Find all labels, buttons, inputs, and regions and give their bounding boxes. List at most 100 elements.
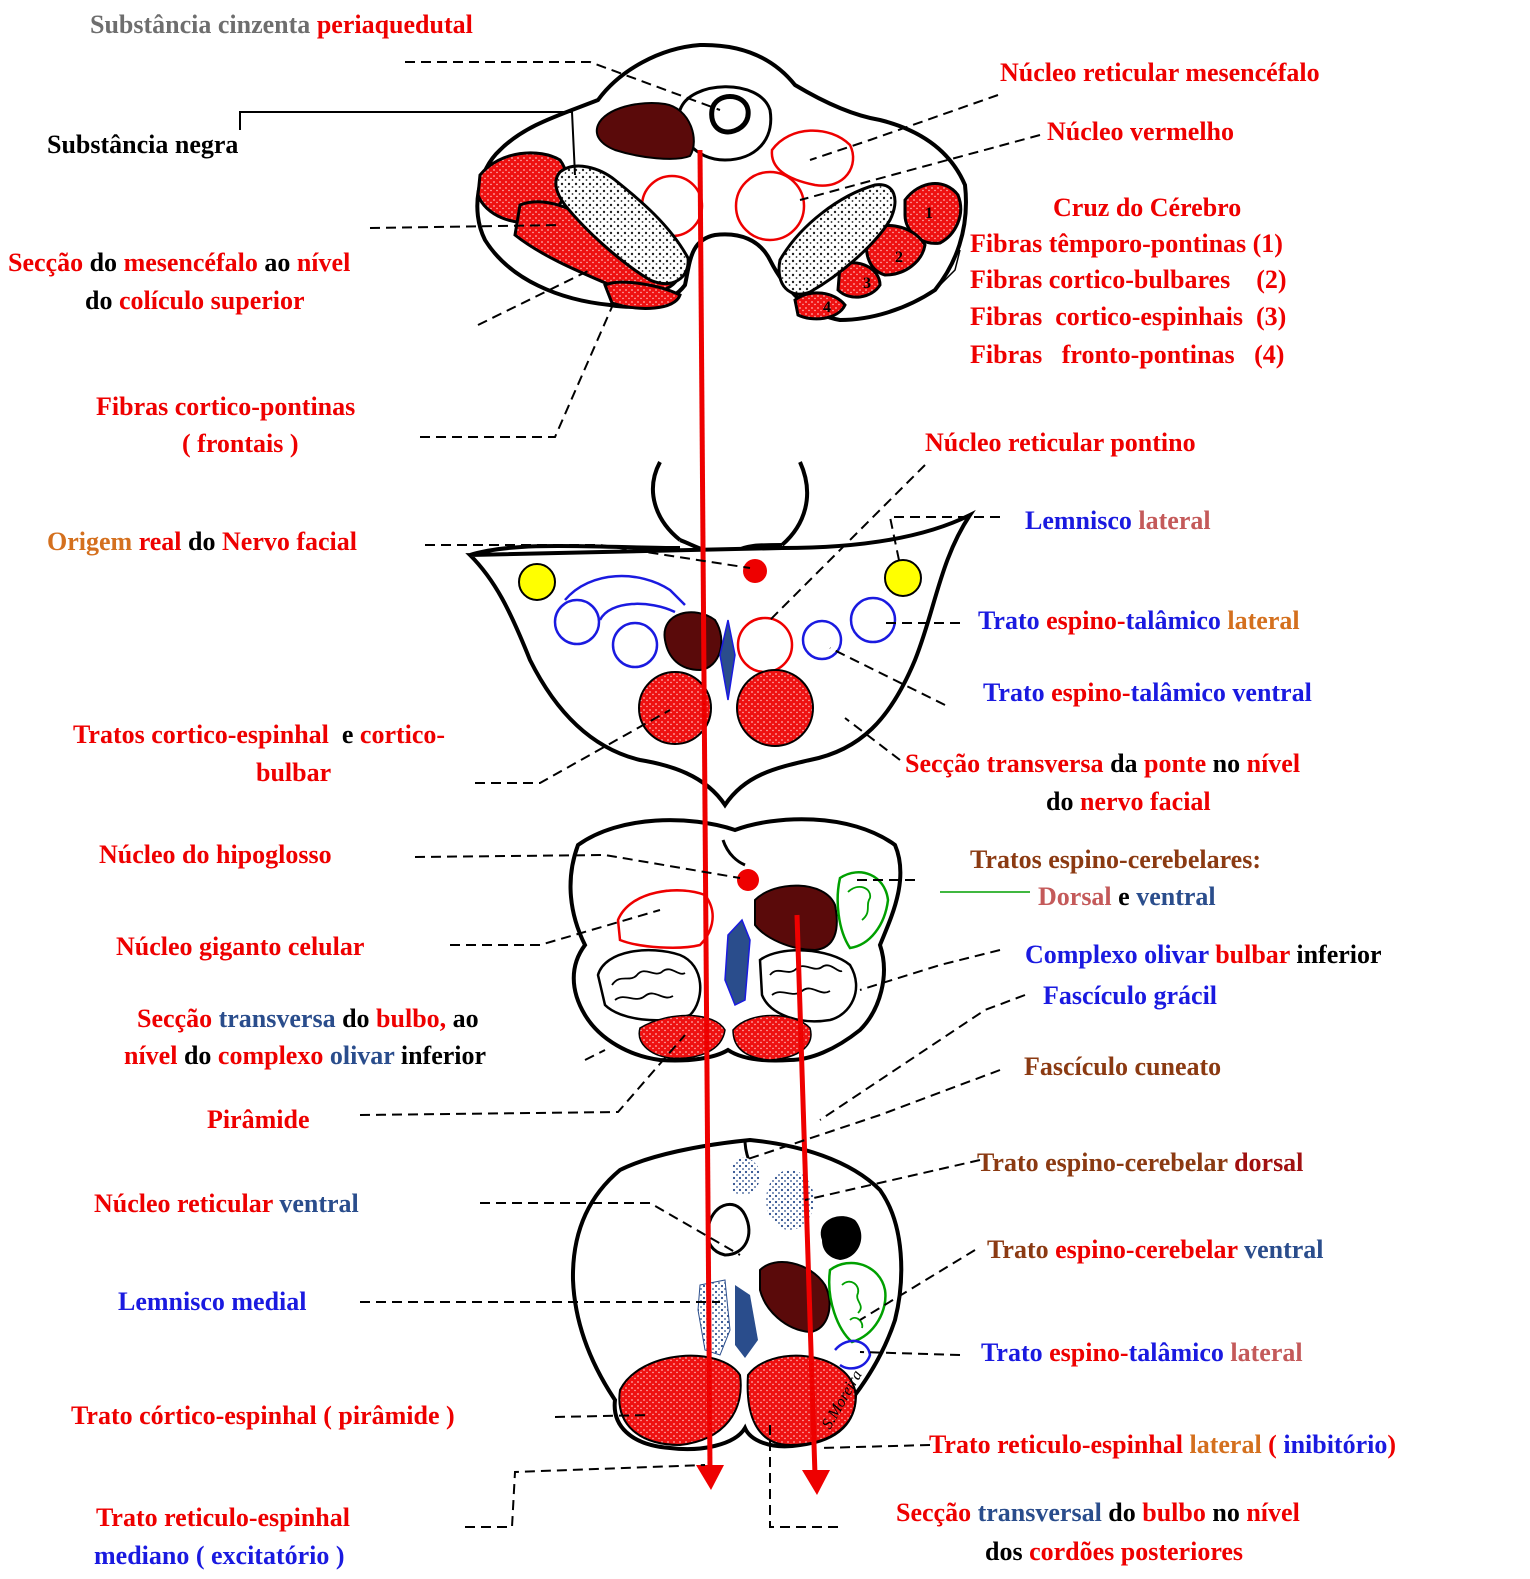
label-part: Lemnisco (1025, 506, 1132, 535)
label-part: dorsal (1234, 1148, 1303, 1177)
label-part: ventral (1244, 1235, 1323, 1264)
label-part: olivar (330, 1041, 395, 1070)
label-periaqueductal-gray: Substância cinzenta periaquedutal (90, 10, 473, 40)
label-medulla-olive-section-line2: nível do complexo olivar inferior (124, 1041, 486, 1071)
label-part: do (83, 248, 123, 277)
label-part: inferior (394, 1041, 486, 1070)
label-frontopontine-fibers: Fibras fronto-pontinas (4) (970, 340, 1284, 370)
label-corticopontine-fibers: Fibras cortico-pontinas (96, 392, 355, 422)
label-part: inibitório (1283, 1430, 1387, 1459)
label-part: bulbo, (376, 1004, 446, 1033)
label-part: transversa (219, 1004, 336, 1033)
label-mesencephalic-reticular-nucleus: Núcleo reticular mesencéfalo (1000, 58, 1320, 88)
label-part: Secção (896, 1498, 978, 1527)
label-part: espino- (1049, 1338, 1128, 1367)
label-gracile-fasciculus: Fascículo grácil (1043, 981, 1217, 1011)
label-substantia-nigra: Substância negra (47, 130, 238, 160)
label-part: Origem (47, 527, 132, 556)
label-part: espino- (1051, 678, 1130, 707)
label-median-reticulospinal-line1: Trato reticulo-espinhal (96, 1503, 350, 1533)
label-corticopontine-frontal: ( frontais ) (182, 429, 299, 459)
label-part: do (85, 286, 119, 315)
label-temporopontine-fibers: Fibras têmporo-pontinas (1) (970, 229, 1283, 259)
label-medulla-olive-section-line1: Secção transversa do bulbo, ao (137, 1004, 479, 1034)
label-part: nível (124, 1041, 177, 1070)
label-part: Trato (983, 678, 1051, 707)
label-part: lateral (1227, 606, 1299, 635)
num-1: 1 (925, 205, 933, 222)
label-part: bulbo (1142, 1498, 1206, 1527)
label-part: espino-cerebelar (1055, 1235, 1244, 1264)
midbrain-section: 1 2 3 4 (477, 45, 966, 320)
label-part: Dorsal (1038, 882, 1112, 911)
label-part: ( (1262, 1430, 1284, 1459)
label-part: periaquedutal (317, 10, 473, 39)
label-part: Substância cinzenta (90, 10, 317, 39)
label-part: Trato espino-cerebelar (977, 1148, 1234, 1177)
label-part: ao (258, 248, 297, 277)
label-red-nucleus: Núcleo vermelho (1047, 117, 1234, 147)
label-part: do (1046, 787, 1080, 816)
num-2: 2 (895, 249, 903, 266)
label-part: Nervo facial (222, 527, 357, 556)
label-part: dos (985, 1537, 1029, 1566)
label-part: Trato (978, 606, 1046, 635)
label-part: espino- (1046, 606, 1125, 635)
label-corticospinal-corticobulbar-line1: Tratos cortico-espinhal e cortico- (73, 720, 445, 750)
medulla-olive-section (571, 819, 901, 1060)
label-part: Trato reticulo-espinhal (929, 1430, 1189, 1459)
label-part: nível (297, 248, 350, 277)
label-part: lateral (1189, 1430, 1261, 1459)
label-corticobulbar-fibers: Fibras cortico-bulbares (2) (970, 265, 1287, 295)
label-part: colículo superior (119, 286, 305, 315)
num-4: 4 (823, 299, 831, 316)
label-part: Secção (137, 1004, 219, 1033)
label-part: ventral (1136, 882, 1215, 911)
label-gigantocellular-nucleus: Núcleo giganto celular (116, 932, 364, 962)
label-dorsal-spinocerebellar: Trato espino-cerebelar dorsal (977, 1148, 1303, 1178)
label-facial-nerve-origin: Origem real do Nervo facial (47, 527, 357, 557)
label-cuneate-fasciculus: Fascículo cuneato (1024, 1052, 1221, 1082)
label-midbrain-section-line2: do colículo superior (85, 286, 305, 316)
pons-section (470, 462, 970, 805)
label-part: Tratos cortico-espinhal (73, 720, 329, 749)
label-part: nível (1246, 1498, 1299, 1527)
label-part: do (177, 1041, 217, 1070)
label-dorsal-and-ventral: Dorsal e ventral (1038, 882, 1216, 912)
label-part: mesencéfalo (124, 248, 258, 277)
label-part: Secção (8, 248, 83, 277)
label-part: da (1104, 749, 1144, 778)
label-part: Trato (987, 1235, 1055, 1264)
label-posterior-columns-section-line2: dos cordões posteriores (985, 1537, 1243, 1567)
label-part: no (1206, 749, 1246, 778)
label-pyramid: Pirâmide (207, 1105, 310, 1135)
label-part: ) (1387, 1430, 1396, 1459)
label-pontine-reticular-nucleus: Núcleo reticular pontino (925, 428, 1196, 458)
label-part: do (1102, 1498, 1142, 1527)
label-part: transversal (978, 1498, 1102, 1527)
label-median-reticulospinal-line2: mediano ( excitatório ) (94, 1541, 345, 1571)
label-part: lateral (1132, 506, 1211, 535)
label-midbrain-section-line1: Secção do mesencéfalo ao nível (8, 248, 350, 278)
label-ventral-spinocerebellar: Trato espino-cerebelar ventral (987, 1235, 1324, 1265)
label-ventral-spinothalamic: Trato espino-talâmico ventral (983, 678, 1312, 708)
label-pons-section-line1: Secção transversa da ponte no nível (905, 749, 1300, 779)
label-part: lateral (1230, 1338, 1302, 1367)
label-corticospinal-corticobulbar-line2: bulbar (256, 758, 331, 788)
label-part: complexo (218, 1041, 330, 1070)
label-part: cordões posteriores (1029, 1537, 1243, 1566)
label-part: inferior (1290, 940, 1382, 969)
label-part: talâmico ventral (1131, 678, 1312, 707)
label-part: ao (446, 1004, 479, 1033)
label-part: talâmico (1129, 1338, 1231, 1367)
label-part: real (132, 527, 181, 556)
label-part: cortico- (360, 720, 445, 749)
label-inferior-olivary-complex: Complexo olivar bulbar inferior (1025, 940, 1382, 970)
label-corticospinal-pyramid: Trato córtico-espinhal ( pirâmide ) (71, 1401, 455, 1431)
label-part: Trato (981, 1338, 1049, 1367)
label-lateral-lemniscus: Lemnisco lateral (1025, 506, 1211, 536)
label-crus-cerebri: Cruz do Cérebro (1053, 193, 1241, 223)
label-part: ponte (1144, 749, 1206, 778)
label-part: no (1206, 1498, 1246, 1527)
